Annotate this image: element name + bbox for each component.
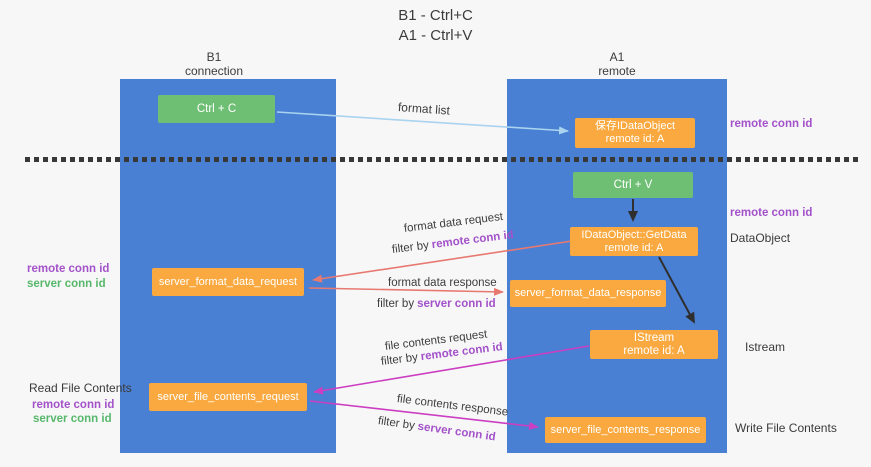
node-server-format-data-response: server_format_data_response	[510, 280, 666, 307]
annotation-dataobject: DataObject	[730, 231, 791, 245]
title-line-2: A1 - Ctrl+V	[398, 27, 473, 44]
node-istream: IStream remote id: A	[590, 330, 718, 359]
annotation-server-conn-id-mid-left: server conn id	[27, 278, 106, 290]
annotation-read-file-contents: Read File Contents	[29, 381, 132, 395]
lane-b1-role: connection	[184, 64, 244, 78]
annotation-remote-conn-id-top-right: remote conn id	[730, 118, 813, 130]
label-file-contents-response: file contents response	[396, 393, 509, 419]
filter-by-text: filter by	[377, 415, 416, 433]
node-idataobject-getdata: IDataObject::GetData remote id: A	[570, 227, 698, 256]
node-istream-line1: IStream	[633, 331, 675, 344]
lane-header-a1: A1 remote	[507, 50, 727, 78]
node-idataobject-getdata-line2: remote id: A	[604, 241, 664, 254]
node-ctrl-c: Ctrl + C	[158, 95, 275, 123]
annotation-remote-conn-id-mid-left: remote conn id	[27, 263, 110, 275]
filter-by-text: filter by	[391, 239, 430, 256]
node-server-file-contents-request-label: server_file_contents_request	[157, 390, 299, 403]
node-server-format-data-response-label: server_format_data_response	[514, 287, 662, 299]
label-format-list: format list	[397, 100, 451, 118]
node-ctrl-c-label: Ctrl + C	[196, 102, 237, 115]
annotation-istream: Istream	[745, 340, 786, 354]
filter-by-text: filter by	[377, 298, 415, 310]
node-server-file-contents-request: server_file_contents_request	[149, 383, 307, 411]
node-server-format-data-request: server_format_data_request	[152, 268, 304, 296]
node-server-file-contents-response-label: server_file_contents_response	[550, 423, 701, 436]
label-format-data-response: format data response	[388, 277, 497, 289]
lane-a1-name: A1	[609, 50, 625, 64]
annotation-write-file-contents: Write File Contents	[735, 421, 837, 435]
node-istream-line2: remote id: A	[623, 344, 685, 357]
node-server-format-data-request-label: server_format_data_request	[158, 275, 298, 288]
node-server-file-contents-response: server_file_contents_response	[545, 417, 706, 443]
clipboard-boundary-divider	[25, 157, 858, 162]
diagram-title: B1 - Ctrl+C A1 - Ctrl+V	[0, 6, 871, 46]
node-idataobject-getdata-line1: IDataObject::GetData	[581, 228, 687, 241]
lane-header-b1: B1 connection	[106, 50, 322, 78]
server-conn-id-text: server conn id	[416, 420, 497, 444]
node-save-idataobject-line2: remote id: A	[605, 133, 665, 145]
annotation-remote-conn-id-mid-right: remote conn id	[730, 207, 813, 219]
node-save-idataobject-line1: 保存IDataObject	[594, 120, 676, 132]
node-ctrl-v-label: Ctrl + V	[613, 178, 653, 191]
lane-b1-name: B1	[206, 50, 222, 64]
annotation-server-conn-id-bottom-left: server conn id	[33, 413, 112, 425]
filter-by-text: filter by	[380, 351, 419, 368]
server-conn-id-text: server conn id	[417, 298, 496, 310]
annotation-remote-conn-id-bottom-left: remote conn id	[32, 399, 115, 411]
label-filter-by-server-conn-id-file: filter byserver conn id	[377, 415, 496, 443]
lane-a1-role: remote	[598, 64, 636, 78]
title-line-1: B1 - Ctrl+C	[398, 7, 473, 24]
remote-conn-id-text: remote conn id	[431, 229, 515, 252]
node-ctrl-v: Ctrl + V	[573, 172, 693, 198]
node-save-idataobject: 保存IDataObject remote id: A	[575, 118, 695, 148]
